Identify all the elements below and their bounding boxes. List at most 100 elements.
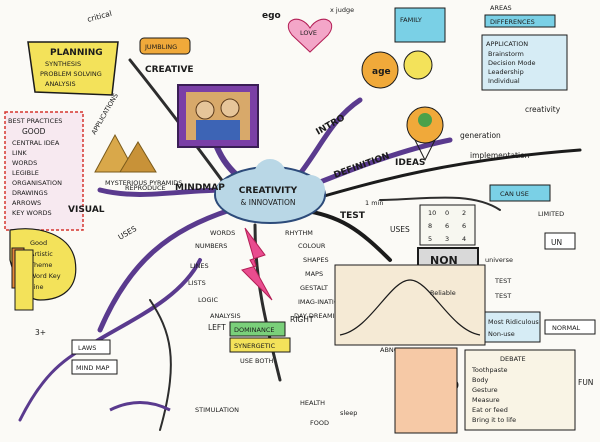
left-label: LEFT (208, 323, 226, 332)
dominance-group: DOMINANCE SYNERGETIC USE BOTH LEFT RIGHT (208, 315, 314, 365)
pyramids-label: MYSTERIOUS PYRAMIDS (105, 179, 182, 187)
three-plus-label: 3+ (35, 328, 46, 337)
table-cell-1: 10 (428, 209, 436, 217)
can-use-label: CAN USE (500, 190, 529, 198)
planning-item-3: PROBLEM SOLVING (40, 70, 102, 78)
creativity-word-label: creativity (525, 105, 561, 114)
health-label: HEALTH (300, 399, 325, 407)
applications-label: APPLICATIONS (90, 92, 120, 136)
word-day-dreaming: DAY DREAMING (294, 312, 344, 320)
uses-label: USES (117, 224, 139, 242)
application-individual: Individual (488, 77, 520, 85)
bp-words: WORDS (12, 159, 37, 167)
ideas-label: IDEAS (395, 158, 425, 168)
balloon-drawing (406, 106, 444, 162)
laws-node: LAWS MIND MAP (71, 339, 118, 375)
bp-legible: LEGIBLE (12, 169, 39, 177)
hand-good: Good (30, 239, 47, 247)
word-imagination: IMAG-INATION (298, 298, 344, 306)
debate-item-1: Toothpaste (471, 366, 508, 374)
food-label: FOOD (310, 419, 329, 427)
family-label: FAMILY (400, 16, 422, 24)
synergetic-label: SYNERGETIC (234, 342, 276, 350)
uses-node-label: USES (390, 225, 410, 234)
photo-frame (177, 84, 259, 148)
application-decision: Decision Mode (488, 59, 535, 67)
test-left-label: TEST (494, 277, 511, 285)
application-brainstorm: Brainstorm (488, 50, 524, 58)
planning-item-4: ANALYSIS (45, 80, 76, 88)
hand-line: Line (30, 283, 44, 291)
word-lists: LISTS (188, 279, 206, 287)
use-both-label: USE BOTH (240, 357, 273, 365)
bp-central: CENTRAL IDEA (12, 139, 60, 147)
planning-item-2: SYNTHESIS (45, 60, 81, 68)
non-label: NON (430, 254, 458, 267)
best-practices-box: BEST PRACTICES GOOD CENTRAL IDEA LINK WO… (4, 111, 84, 231)
pyramids-drawing (94, 133, 157, 173)
non-use-label: Non-use (488, 330, 515, 338)
word-words: WORDS (210, 229, 235, 237)
test-label: TEST (340, 211, 366, 221)
right-label: RIGHT (290, 315, 314, 324)
table-cell-2: 0 (445, 209, 449, 217)
intro-label: INTRO (315, 113, 348, 138)
differences-label: DIFFERENCES (490, 18, 535, 26)
word-gestalt: GESTALT (300, 284, 328, 292)
debate-title: DEBATE (500, 355, 526, 363)
branch-uses-curve (97, 207, 233, 333)
hand-artistic: Artistic (30, 250, 53, 258)
table-cell-7: 5 (428, 235, 432, 243)
bp-good: GOOD (22, 127, 46, 136)
can-use-box: CAN USE LIMITED UN (489, 184, 576, 250)
yellow-note (14, 249, 34, 311)
best-practices-title: BEST PRACTICES (8, 117, 62, 125)
dominance-label: DOMINANCE (234, 326, 274, 334)
central-idea-cloud: CREATIVITY & INNOVATION (214, 159, 326, 224)
planning-box: PLANNING SYNTHESIS PROBLEM SOLVING ANALY… (27, 41, 119, 96)
laws-label: LAWS (78, 344, 96, 352)
bp-link: LINK (12, 149, 27, 157)
visual-label: VISUAL (68, 205, 105, 215)
table-cell-6: 6 (462, 222, 466, 230)
application-title: APPLICATION (486, 40, 528, 48)
sleep-label: sleep (340, 409, 357, 417)
judge-label: x judge (330, 6, 354, 14)
generation-label: generation (460, 131, 501, 140)
word-shapes: SHAPES (303, 256, 329, 264)
branch-laws-tail (18, 343, 92, 422)
table-cell-9: 4 (462, 235, 466, 243)
stimulation-label: STIMULATION (195, 406, 239, 414)
central-title: CREATIVITY (239, 186, 298, 196)
creative-label: CREATIVE (145, 65, 194, 75)
mindmap-label: MINDMAP (175, 183, 225, 193)
word-lines: LINES (190, 262, 209, 270)
love-heart: LOVE (287, 18, 333, 53)
word-rhythm: RHYTHM (285, 229, 313, 237)
word-logic: LOGIC (198, 296, 218, 304)
normal-box: NORMAL (544, 319, 596, 335)
universe-label: universe (485, 256, 513, 264)
areas-label: AREAS (490, 4, 512, 12)
fun-label: FUN (578, 378, 593, 387)
hand-word-key: Word Key (30, 272, 61, 280)
branch-laws-curve (88, 258, 202, 347)
critical-label: critical (86, 9, 113, 24)
debate-item-5: Eat or feed (472, 406, 508, 414)
hand-theme: Theme (29, 261, 52, 269)
bottom-orange-note (394, 347, 458, 434)
definition-label: DEFINITION (333, 151, 392, 180)
word-maps: MAPS (305, 270, 323, 278)
swirl-bottom (109, 401, 171, 412)
one-min-label: 1 min (365, 199, 383, 207)
debate-list: DEBATE Toothpaste Body Gesture Measure E… (464, 349, 576, 431)
planning-item-1: PLANNING (50, 48, 103, 58)
central-subtitle: & INNOVATION (241, 198, 296, 207)
un-label: UN (551, 238, 562, 247)
most-ridiculous-label: Most Ridiculous (488, 318, 539, 326)
table-cell-8: 3 (445, 235, 449, 243)
bp-key-words: KEY WORDS (12, 209, 52, 217)
jumbling-sticker: JUMBLING (139, 37, 191, 55)
